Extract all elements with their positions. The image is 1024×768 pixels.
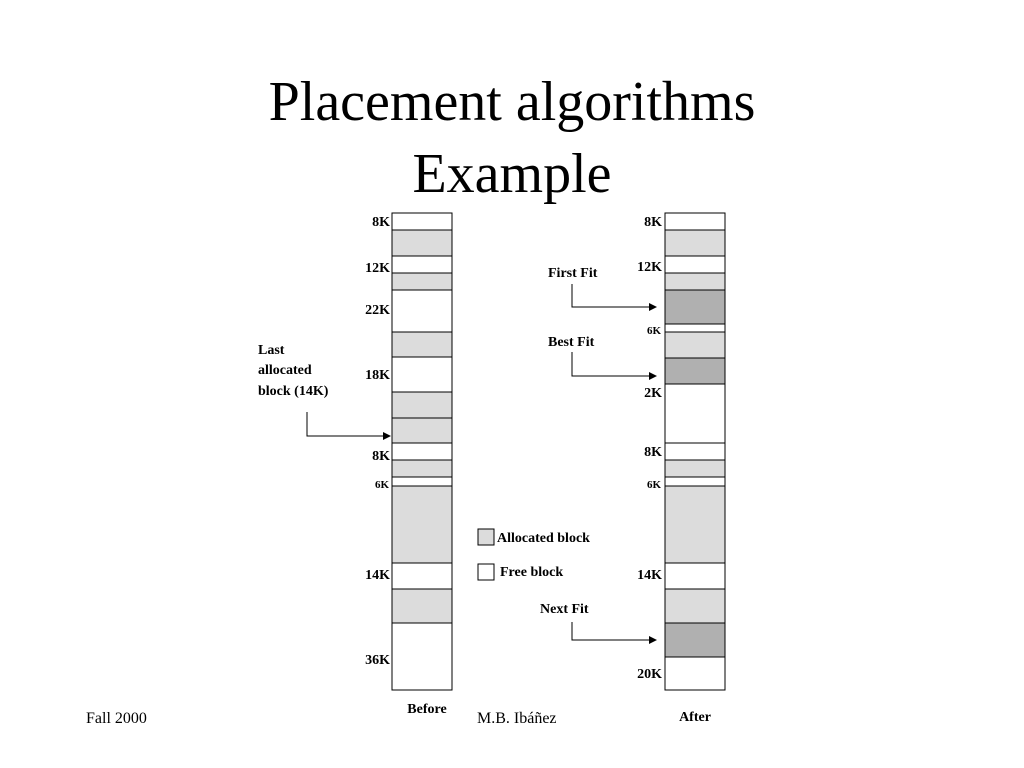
before-block-free (391, 289, 453, 333)
after-block-size-label: 2K (644, 386, 662, 401)
before-block-free (391, 622, 453, 691)
before-block-size-label: 8K (372, 215, 390, 230)
last-allocated-label-line2: allocated (258, 363, 312, 378)
after-block-allocated (664, 588, 726, 624)
legend-free-swatch (477, 563, 495, 581)
after-block-allocated (664, 272, 726, 291)
after-block-allocated (664, 622, 726, 658)
after-caption: After (679, 710, 711, 725)
before-block-allocated (391, 485, 453, 564)
after-block-size-label: 8K (644, 445, 662, 460)
before-block-allocated (391, 331, 453, 358)
next-fit-label: Next Fit (540, 602, 589, 617)
before-block-size-label: 14K (365, 568, 390, 583)
after-block-size-label: 14K (637, 568, 662, 583)
best-fit-arrow (571, 352, 657, 380)
best-fit-label: Best Fit (548, 335, 595, 350)
before-block-size-label: 18K (365, 368, 390, 383)
legend-allocated-swatch (477, 528, 495, 546)
after-block-free (664, 383, 726, 444)
before-block-free (391, 562, 453, 590)
after-memory-column: 8K 12K 6K 2K 8K 6K 14K 20K (637, 212, 726, 691)
before-caption: Before (407, 702, 446, 717)
after-block-free (664, 562, 726, 590)
after-block-size-label: 6K (647, 479, 662, 491)
page-subtitle: Example (412, 143, 612, 205)
after-block-allocated (664, 289, 726, 325)
page-title: Placement algorithms (268, 71, 756, 133)
before-block-size-label: 22K (365, 303, 390, 318)
after-block-free (664, 476, 726, 487)
after-block-size-label: 8K (644, 215, 662, 230)
first-fit-arrow (571, 284, 657, 311)
after-block-free (664, 212, 726, 231)
before-block-allocated (391, 459, 453, 478)
after-block-size-label: 20K (637, 667, 662, 682)
first-fit-label: First Fit (548, 266, 598, 281)
before-block-allocated (391, 229, 453, 257)
before-block-size-label: 36K (365, 653, 390, 668)
before-block-free (391, 212, 453, 231)
after-block-free (664, 323, 726, 333)
before-block-allocated (391, 272, 453, 291)
after-block-allocated (664, 357, 726, 385)
legend-free-label: Free block (500, 565, 563, 580)
before-block-allocated (391, 588, 453, 624)
before-block-allocated (391, 417, 453, 444)
after-block-size-label: 12K (637, 260, 662, 275)
before-block-size-label: 8K (372, 449, 390, 464)
after-block-free (664, 656, 726, 691)
after-block-allocated (664, 331, 726, 359)
before-block-allocated (391, 391, 453, 419)
footer-author: M.B. Ibáñez (477, 710, 557, 727)
last-allocated-arrow (306, 412, 391, 440)
before-memory-column: 8K 12K 22K 18K 8K 6K 14K 36K (365, 212, 453, 691)
before-block-free (391, 356, 453, 393)
after-block-allocated (664, 459, 726, 478)
before-block-free (391, 255, 453, 274)
last-allocated-label-line1: Last (258, 343, 285, 358)
after-block-size-label: 6K (647, 325, 662, 337)
legend-allocated-label: Allocated block (497, 531, 590, 546)
after-block-free (664, 442, 726, 461)
before-block-size-label: 12K (365, 261, 390, 276)
before-block-size-label: 6K (375, 479, 390, 491)
after-block-free (664, 255, 726, 274)
after-block-allocated (664, 229, 726, 257)
after-block-allocated (664, 485, 726, 564)
before-block-free (391, 476, 453, 487)
last-allocated-label-line3: block (14K) (258, 384, 329, 399)
before-block-free (391, 442, 453, 461)
footer-date: Fall 2000 (86, 710, 147, 727)
next-fit-arrow (571, 622, 657, 644)
